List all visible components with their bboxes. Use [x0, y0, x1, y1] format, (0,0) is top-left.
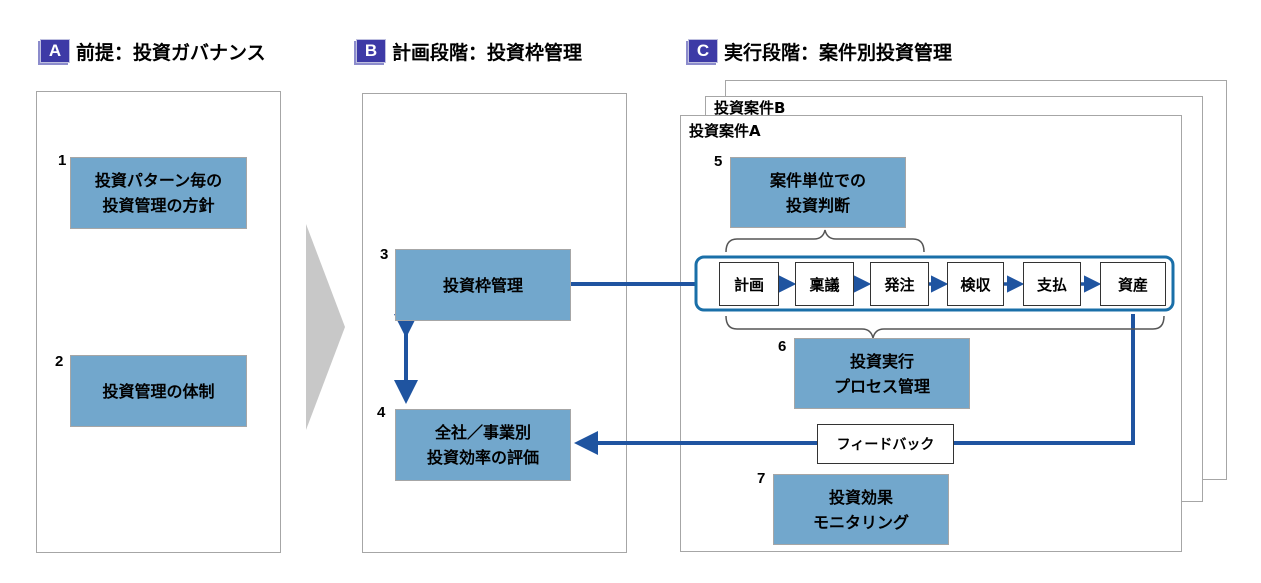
box-1-line2: 投資管理の方針: [102, 196, 215, 215]
box-6-line2: プロセス管理: [833, 376, 930, 396]
box-5-line2: 投資判断: [785, 195, 850, 215]
box-management-structure: 投資管理の体制: [70, 355, 247, 427]
section-badge-a: A: [40, 39, 70, 63]
box-4-number: 4: [377, 404, 386, 421]
process-step-plan: 計画: [719, 262, 779, 306]
transition-chevron: [306, 224, 345, 430]
brace-top: [725, 229, 925, 253]
box-7-line2: モニタリング: [812, 512, 909, 532]
box-5-number: 5: [714, 153, 723, 170]
box-6-number: 6: [778, 338, 787, 355]
box-6-line1: 投資実行: [849, 351, 914, 371]
box-case-decision: 案件単位での 投資判断: [730, 157, 906, 228]
process-step-payment: 支払: [1023, 262, 1081, 306]
feedback-label: フィードバック: [817, 424, 954, 464]
section-title-a: 前提：投資ガバナンス: [76, 41, 266, 64]
box-7-number: 7: [757, 470, 766, 487]
box-1-line1: 投資パターン毎の: [94, 171, 223, 190]
section-header-a: A 前提：投資ガバナンス: [40, 36, 266, 66]
box-2-number: 2: [55, 353, 64, 370]
box-2-line1: 投資管理の体制: [102, 381, 215, 401]
section-badge-b: B: [356, 39, 386, 63]
box-4-line1: 全社／事業別: [434, 423, 531, 442]
section-title-c: 実行段階：案件別投資管理: [724, 41, 953, 64]
case-a-label: 投資案件A: [689, 122, 761, 140]
box-7-line1: 投資効果: [828, 487, 893, 507]
section-badge-c: C: [688, 39, 718, 63]
box-3-number: 3: [380, 246, 389, 263]
box-effect-monitoring: 投資効果 モニタリング: [773, 474, 949, 545]
box-efficiency-evaluation: 全社／事業別 投資効率の評価: [395, 409, 571, 481]
box-1-number: 1: [58, 152, 67, 169]
process-step-order: 発注: [870, 262, 929, 306]
section-header-c: C 実行段階：案件別投資管理: [688, 36, 952, 66]
section-title-b: 計画段階：投資枠管理: [392, 41, 583, 64]
section-header-b: B 計画段階：投資枠管理: [356, 36, 582, 66]
feedback-arrow: [574, 314, 1135, 455]
case-b-label: 投資案件B: [714, 99, 786, 117]
box-investment-frame: 投資枠管理: [395, 249, 571, 321]
process-step-asset: 資産: [1100, 262, 1166, 306]
box-investment-policy: 投資パターン毎の 投資管理の方針: [70, 157, 247, 229]
box-3-line1: 投資枠管理: [442, 275, 523, 295]
brace-bottom: [725, 315, 1165, 339]
box-process-management: 投資実行 プロセス管理: [794, 338, 970, 409]
process-step-inspection: 検収: [947, 262, 1004, 306]
box-5-line1: 案件単位での: [769, 170, 866, 190]
process-step-approval: 稟議: [795, 262, 854, 306]
box-4-line2: 投資効率の評価: [426, 448, 539, 467]
